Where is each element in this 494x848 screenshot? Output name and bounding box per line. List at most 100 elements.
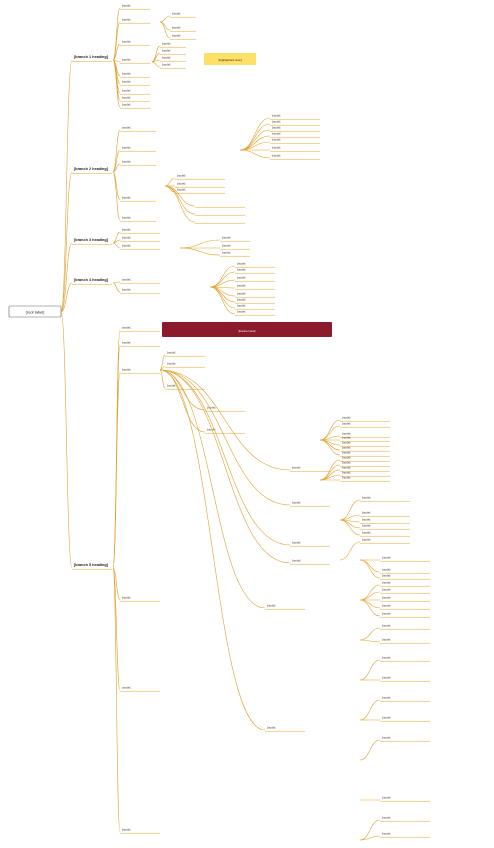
connector-line: [112, 149, 121, 173]
branch-5-leaf: [node]: [362, 531, 371, 535]
branch-4-subnode: [node]: [237, 276, 246, 280]
branch-1-node: [node]: [122, 4, 131, 8]
connector-line: [112, 567, 121, 833]
branch-5-leaf: [node]: [342, 416, 351, 420]
branch-1-subnode: [node]: [172, 12, 181, 16]
branch-2-subnode: [node]: [272, 114, 281, 118]
branch-3-node: [node]: [122, 236, 131, 240]
branch-5-leaf: [node]: [382, 796, 391, 800]
branch-5-leaf: [node]: [382, 696, 391, 700]
root-node-box: [8, 305, 62, 318]
connector-line: [339, 541, 361, 561]
connector-line: [239, 129, 271, 151]
connector-line: [319, 425, 341, 441]
connector-line: [159, 369, 291, 471]
connector-line: [112, 21, 121, 61]
connector-line: [60, 282, 73, 313]
branch-5-subnode: [node]: [267, 726, 276, 730]
branch-5-leaf: [node]: [362, 538, 371, 542]
connector-line: [239, 135, 271, 151]
connector-line: [159, 369, 291, 564]
branch-5-leaf: [node]: [382, 568, 391, 572]
connector-line: [112, 282, 121, 293]
branch-5-subnode: [node]: [167, 351, 176, 355]
connector-line: [164, 185, 196, 223]
connector-line: [159, 369, 166, 389]
branch-5-leaf: [node]: [382, 832, 391, 836]
branch-heading-3: [branch 3 heading]: [74, 238, 109, 242]
branch-3-subnode: [node]: [222, 251, 231, 255]
connector-line: [319, 459, 341, 481]
connector-line: [359, 559, 381, 579]
branch-4-subnode: [node]: [237, 292, 246, 296]
branch-2-subnode: [node]: [272, 120, 281, 124]
connector-line: [359, 835, 381, 841]
banner-text: [banner text]: [239, 329, 256, 333]
branch-1-subnode: [node]: [172, 34, 181, 38]
branch-5-subnode: [node]: [167, 362, 176, 366]
branch-3-node: [node]: [122, 244, 131, 248]
callout-text: [highlighted note]: [219, 58, 242, 62]
branch-5-node: [node]: [122, 828, 131, 832]
connector-line: [159, 21, 171, 31]
connector-line: [239, 149, 271, 159]
branch-1-subnode: [node]: [162, 49, 171, 53]
branch-5-leaf: [node]: [382, 638, 391, 642]
branch-1-node: [node]: [122, 18, 131, 22]
connector-line: [112, 129, 121, 173]
connector-line: [159, 369, 206, 411]
branch-heading-1: [branch 1 heading]: [74, 55, 109, 59]
branch-2-subnode: [node]: [272, 132, 281, 136]
branch-5-leaf: [node]: [382, 736, 391, 740]
branch-2-subnode: [node]: [272, 146, 281, 150]
branch-5-subnode: [node]: [207, 406, 216, 410]
connector-line: [319, 439, 341, 456]
branch-5-leaf: [node]: [382, 588, 391, 592]
connector-line: [359, 699, 381, 721]
connector-line: [159, 354, 166, 371]
connector-line: [112, 59, 121, 94]
connector-line: [112, 371, 121, 569]
branch-1-node: [node]: [122, 72, 131, 76]
branch-5-leaf: [node]: [342, 476, 351, 480]
branch-1-subnode: [node]: [162, 42, 171, 46]
branch-2-node: [node]: [122, 160, 131, 164]
branch-5-subnode: [node]: [167, 384, 176, 388]
branch-5-leaf: [node]: [382, 676, 391, 680]
branch-3-subnode: [node]: [222, 244, 231, 248]
branch-5-leaf: [node]: [382, 574, 391, 578]
connector-line: [359, 559, 381, 573]
branch-5-leaf: [node]: [382, 716, 391, 720]
branch-5-node: [node]: [122, 341, 131, 345]
branch-5-leaf: [node]: [382, 656, 391, 660]
branch-5-leaf: [node]: [342, 446, 351, 450]
connector-line: [112, 171, 121, 221]
branch-5-leaf: [node]: [342, 461, 351, 465]
connector-line: [112, 43, 121, 61]
connector-line: [359, 627, 381, 641]
connector-line: [159, 21, 171, 39]
branch-2-subnode: [node]: [177, 182, 186, 186]
branch-5-leaf: [node]: [342, 422, 351, 426]
connector-line: [209, 286, 236, 303]
connector-line: [159, 15, 171, 23]
branch-4-subnode: [node]: [237, 304, 246, 308]
branch-5-leaf: [node]: [362, 511, 371, 515]
branch-5-leaf: [node]: [382, 816, 391, 820]
connector-line: [209, 286, 236, 315]
connector-line: [151, 61, 161, 68]
branch-heading-5: [branch 5 heading]: [74, 563, 109, 567]
branch-5-leaf: [node]: [362, 518, 371, 522]
branch-5-leaf: [node]: [342, 432, 351, 436]
branch-5-leaf: [node]: [362, 524, 371, 528]
branch-5-leaf: [node]: [342, 471, 351, 475]
branch-5-subnode: [node]: [292, 541, 301, 545]
connector-line: [359, 599, 381, 609]
branch-5-node: [node]: [122, 686, 131, 690]
branch-5-node: [node]: [122, 326, 131, 330]
branch-1-subnode: [node]: [162, 63, 171, 67]
connector-line: [209, 265, 236, 288]
connector-line: [60, 171, 73, 313]
connector-line: [239, 123, 271, 151]
connector-line: [112, 281, 121, 284]
